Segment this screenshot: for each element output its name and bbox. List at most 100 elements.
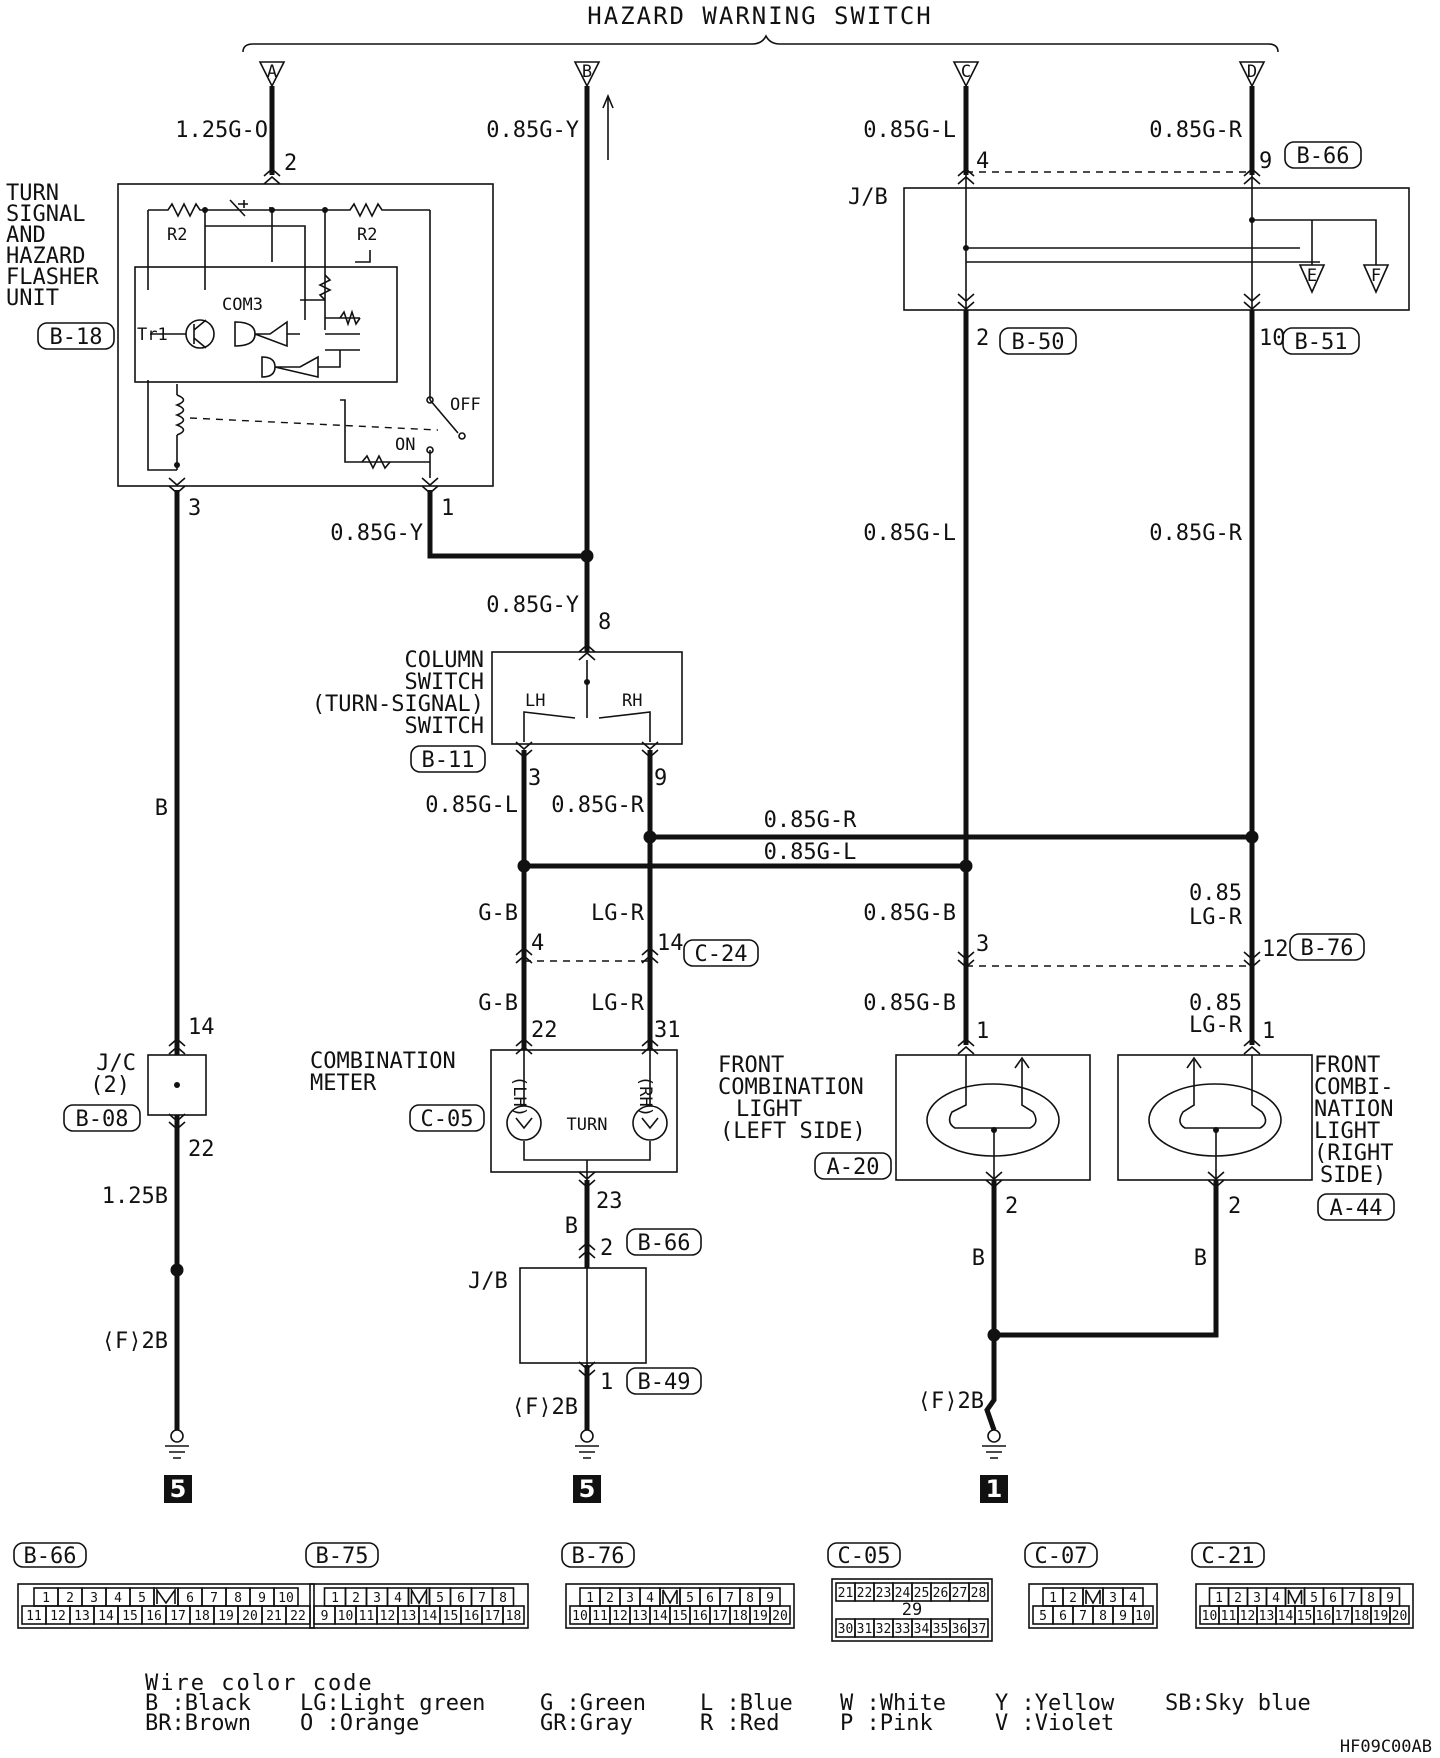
wire-label: 0.85G-B: [863, 991, 956, 1016]
pin-label: 10: [572, 1609, 588, 1624]
pin-label: 18: [506, 1609, 522, 1624]
front-light-left: FRONT COMBINATION LIGHT (LEFT SIDE): [718, 1053, 1091, 1181]
pin-label: 7: [210, 1591, 218, 1606]
pin-cell: 29: [902, 1600, 922, 1620]
svg-text:A: A: [267, 62, 277, 82]
legend-item: LG:Light green: [300, 1691, 485, 1716]
connector-id: B-08: [76, 1107, 129, 1132]
connector-id: C-24: [695, 942, 748, 967]
pin-label: 13: [74, 1609, 90, 1624]
svg-text:(2): (2): [90, 1073, 130, 1098]
pin-number: 1: [1262, 1019, 1275, 1044]
diagram-title: HAZARD WARNING SWITCH: [587, 2, 932, 30]
svg-text:C: C: [961, 62, 971, 82]
pin-label: 7: [726, 1591, 734, 1606]
pin-label: 15: [122, 1609, 138, 1624]
pin-label: 1: [331, 1591, 339, 1606]
svg-text:HAZARD: HAZARD: [6, 244, 85, 269]
column-switch: COLUMN SWITCH (TURN-SIGNAL) SWITCH LH RH: [312, 648, 683, 745]
pin-label: 37: [971, 1622, 987, 1637]
connector-id: A-20: [827, 1155, 880, 1180]
wire-label: B: [565, 1214, 578, 1239]
connector-id: B-66: [638, 1231, 691, 1256]
svg-text:COMBINATION: COMBINATION: [718, 1075, 864, 1100]
svg-text:D: D: [1247, 62, 1257, 82]
pin-label: 10: [338, 1609, 354, 1624]
pin-label: 2: [1234, 1591, 1242, 1606]
pin-label: 22: [290, 1609, 306, 1624]
wire-label: LG-R: [591, 991, 645, 1016]
pin-label: 8: [1099, 1609, 1107, 1624]
wire-label: B: [155, 796, 168, 821]
wire-label: 0.85: [1189, 881, 1242, 906]
pin-label: 5: [138, 1591, 146, 1606]
pin-number: 22: [531, 1018, 558, 1043]
pin-label: 6: [706, 1591, 714, 1606]
pin-label: 3: [373, 1591, 381, 1606]
wire-label: 0.85G-B: [863, 901, 956, 926]
wire-label: 0.85G-L: [863, 118, 956, 143]
svg-text:UNIT: UNIT: [6, 286, 59, 311]
svg-text:B: B: [582, 62, 592, 82]
pin-label: 14: [422, 1609, 438, 1624]
pin-label: 19: [752, 1609, 768, 1624]
pin-cell: [1389, 1605, 1410, 1625]
junction-block-bottom: J/B: [468, 1267, 647, 1365]
pin-label: 6: [457, 1591, 465, 1606]
connector-chevrons: [168, 167, 1261, 1379]
svg-text:SWITCH: SWITCH: [405, 714, 484, 739]
pin-label: 2: [606, 1591, 614, 1606]
svg-text:TURN: TURN: [6, 181, 59, 206]
flasher-com3-label: COM3: [222, 295, 263, 315]
pin-number: 3: [976, 932, 989, 957]
switch-rh-label: RH: [622, 691, 642, 711]
wiring: [174, 86, 1255, 1431]
pin-label: 19: [218, 1609, 234, 1624]
connector-id: C-05: [421, 1107, 474, 1132]
wire-label: 0.85G-R: [1149, 118, 1242, 143]
legend-item: L :Blue: [700, 1691, 793, 1716]
pin-label: 1: [42, 1591, 50, 1606]
pin-label: 9: [258, 1591, 266, 1606]
pin-number: 14: [188, 1015, 215, 1040]
pin-label: 7: [1348, 1591, 1356, 1606]
pin-number: 2: [976, 326, 989, 351]
legend-item: R :Red: [700, 1711, 779, 1736]
wire-label: ⟨F⟩2B: [102, 1329, 168, 1354]
pin-label: 4: [1272, 1591, 1280, 1606]
wire-label: B: [972, 1246, 985, 1271]
pin-number: 12: [1262, 937, 1289, 962]
pin-numbers: 2 3 1 4 9 2 10 8 3 9 4 14 22 31 23 2 1 3…: [188, 149, 1289, 1395]
pin-label: 28: [971, 1586, 987, 1601]
legend-item: GR:Gray: [540, 1711, 633, 1736]
connector-id: B-49: [638, 1370, 691, 1395]
wire-label: 0.85G-R: [764, 808, 857, 833]
legend-item: B :Black: [145, 1691, 251, 1716]
wire-label: G-B: [478, 901, 518, 926]
pin-number: 1: [976, 1019, 989, 1044]
connector-block-id: C-07: [1035, 1544, 1088, 1569]
pin-label: 5: [436, 1591, 444, 1606]
pin-label: 16: [692, 1609, 708, 1624]
pin-label: 17: [170, 1609, 186, 1624]
svg-text:J/B: J/B: [848, 185, 888, 210]
pin-number: 10: [1259, 326, 1286, 351]
pin-label: 5: [1039, 1609, 1047, 1624]
connector-block-id: B-76: [572, 1544, 625, 1569]
front-light-right: FRONT COMBI- NATION LIGHT (RIGHT SIDE): [1117, 1053, 1393, 1188]
legend-item: BR:Brown: [145, 1711, 251, 1736]
svg-text:COMBI-: COMBI-: [1314, 1075, 1393, 1100]
ground-id: 1: [986, 1475, 1003, 1503]
pin-label: 11: [359, 1609, 375, 1624]
svg-text:FRONT: FRONT: [718, 1053, 784, 1078]
pin-label: 4: [1129, 1591, 1137, 1606]
connector-links: [524, 171, 1252, 967]
pin-label: 23: [876, 1586, 892, 1601]
pin-number: 9: [1259, 149, 1272, 174]
